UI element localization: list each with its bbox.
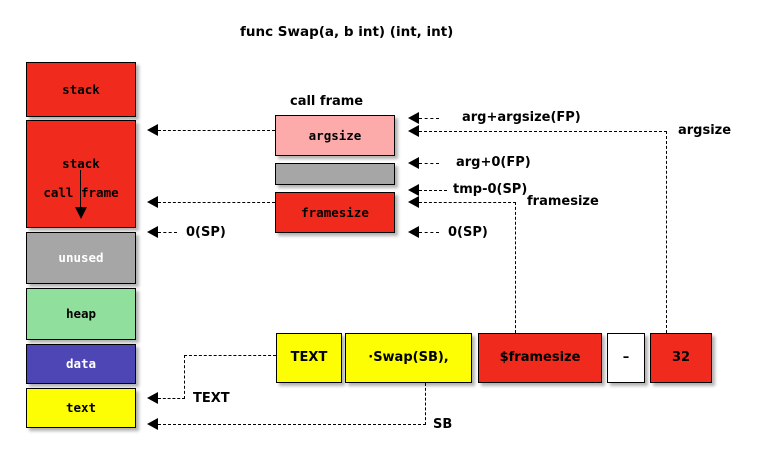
label-argsize-right: argsize	[678, 123, 732, 138]
instruction-cell-label: $framesize	[499, 349, 581, 365]
memory-segment-stack: stack	[26, 62, 136, 117]
instruction-cell-label: –	[622, 349, 630, 365]
memory-segment-label: stack	[62, 156, 100, 172]
call-frame-heading: call frame	[290, 94, 364, 109]
call-frame-box-framesize: framesize	[275, 192, 395, 233]
instruction-cell-dash: –	[607, 333, 645, 383]
instruction-cell-32: 32	[650, 333, 712, 383]
instruction-cell-label: TEXT	[290, 349, 328, 365]
argsize-measure-top-line	[419, 131, 667, 132]
arrow-framesize-measure-icon	[408, 196, 419, 208]
arrow-argsize-measure-top-icon	[408, 125, 419, 137]
memory-segment-sublabel: call frame	[43, 185, 119, 200]
call-frame-box-label: framesize	[301, 204, 369, 220]
arrow-zero-sp-left-line	[158, 232, 177, 233]
label-framesize-right: framesize	[527, 194, 599, 209]
memory-segment-label: text	[65, 400, 97, 416]
arrow-arg-argsize-fp-icon	[408, 112, 419, 124]
arrow-zero-sp-right-line	[419, 232, 439, 233]
arrow-sb-icon	[147, 418, 158, 430]
memory-segment-label: data	[65, 356, 97, 372]
memory-segment-label: stack	[62, 81, 100, 97]
call-frame-box-argsize: argsize	[275, 115, 395, 156]
argsize-measure-vertical-line	[666, 131, 667, 333]
arrow-argsize-top-icon	[147, 124, 158, 136]
instruction-cell-text: TEXT	[276, 333, 342, 383]
arrow-tmp-0-sp-icon	[408, 184, 419, 196]
instruction-cell-swap-sb: ·Swap(SB),	[345, 333, 472, 383]
call-frame-box-spacer	[275, 163, 395, 185]
memory-segment-label: heap	[65, 306, 97, 322]
framesize-measure-line	[419, 202, 516, 203]
sb-connector-vertical	[425, 383, 426, 425]
text-connector-horizontal-top	[184, 355, 276, 356]
framesize-measure-vertical-line	[515, 202, 516, 333]
arrow-zero-sp-left-icon	[147, 226, 158, 238]
text-connector-vertical	[184, 355, 185, 399]
arrow-arg-0-fp-line	[419, 163, 439, 164]
label-zero-sp-left: 0(SP)	[186, 225, 226, 240]
memory-segment-unused: unused	[26, 232, 136, 284]
sb-connector-horizontal	[158, 424, 426, 425]
instruction-cell-label: ·Swap(SB),	[368, 349, 449, 365]
label-zero-sp-right: 0(SP)	[448, 225, 488, 240]
instruction-cell-label: 32	[671, 349, 691, 365]
arrow-arg-0-fp-icon	[408, 157, 419, 169]
call-frame-box-label: argsize	[308, 127, 362, 143]
label-sb-connector: SB	[433, 417, 453, 432]
memory-segment-text: text	[26, 388, 136, 428]
memory-segment-label: unused	[58, 250, 104, 266]
label-arg-argsize-fp: arg+argsize(FP)	[462, 110, 581, 125]
arrow-zero-sp-right-icon	[408, 226, 419, 238]
stack-growth-arrow-shaft	[80, 170, 81, 209]
arrow-text-icon	[147, 392, 158, 404]
arrow-tmp-0-sp-line	[419, 190, 447, 191]
label-arg-0-fp: arg+0(FP)	[456, 155, 531, 170]
memory-segment-data: data	[26, 344, 136, 384]
text-connector-horizontal-bottom	[158, 398, 185, 399]
instruction-cell-framesize: $framesize	[478, 333, 602, 383]
label-tmp-0-sp: tmp-0(SP)	[453, 182, 528, 197]
diagram-title: func Swap(a, b int) (int, int)	[240, 24, 454, 40]
label-text-connector: TEXT	[193, 391, 230, 406]
arrow-arg-argsize-fp-line	[419, 118, 439, 119]
arrow-framesize-top-line	[158, 202, 275, 203]
stack-growth-arrow-icon	[75, 207, 87, 219]
memory-segment-heap: heap	[26, 288, 136, 340]
arrow-framesize-top-icon	[147, 196, 158, 208]
arrow-argsize-top-line	[158, 130, 275, 131]
